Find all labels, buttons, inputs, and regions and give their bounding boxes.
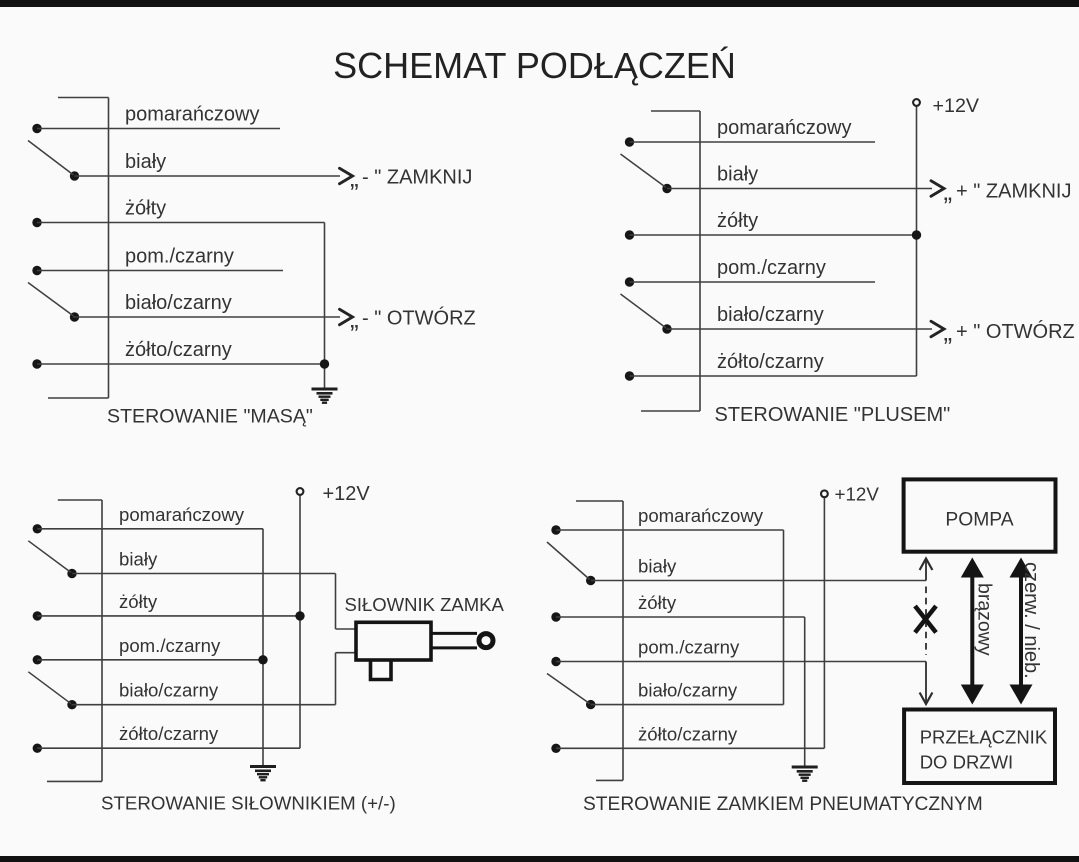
svg-text:pomarańczowy: pomarańczowy bbox=[119, 504, 245, 525]
svg-text:„: „ bbox=[350, 163, 359, 193]
svg-text:czerw. / nieb.: czerw. / nieb. bbox=[1020, 562, 1042, 679]
svg-text:PRZEŁĄCZNIK: PRZEŁĄCZNIK bbox=[920, 727, 1048, 748]
svg-text:biało/czarny: biało/czarny bbox=[125, 292, 232, 314]
svg-text:pom./czarny: pom./czarny bbox=[638, 637, 740, 658]
svg-text:STEROWANIE "PLUSEM": STEROWANIE "PLUSEM" bbox=[715, 404, 951, 426]
svg-text:pomarańczowy: pomarańczowy bbox=[717, 117, 852, 139]
svg-text:+12V: +12V bbox=[933, 95, 980, 117]
svg-text:STEROWANIE SIŁOWNIKIEM (+/-): STEROWANIE SIŁOWNIKIEM (+/-) bbox=[101, 793, 396, 814]
svg-text:żółty: żółty bbox=[125, 198, 166, 220]
svg-text:żółto/czarny: żółto/czarny bbox=[125, 339, 232, 361]
svg-text:+ " OTWÓRZ: + " OTWÓRZ bbox=[956, 320, 1075, 343]
svg-text:biało/czarny: biało/czarny bbox=[638, 680, 738, 701]
svg-text:pom./czarny: pom./czarny bbox=[119, 635, 221, 656]
svg-text:biało/czarny: biało/czarny bbox=[717, 304, 824, 326]
svg-text:żółto/czarny: żółto/czarny bbox=[717, 351, 824, 373]
svg-text:+12V: +12V bbox=[323, 483, 371, 505]
svg-text:pom./czarny: pom./czarny bbox=[717, 257, 826, 279]
svg-text:- " ZAMKNIJ: - " ZAMKNIJ bbox=[362, 167, 472, 189]
svg-text:pomarańczowy: pomarańczowy bbox=[638, 505, 764, 526]
svg-text:żółto/czarny: żółto/czarny bbox=[119, 723, 219, 744]
svg-text:biały: biały bbox=[119, 549, 158, 570]
svg-text:żółty: żółty bbox=[638, 592, 677, 613]
svg-text:DO DRZWI: DO DRZWI bbox=[920, 751, 1014, 772]
svg-text:biało/czarny: biało/czarny bbox=[119, 680, 219, 701]
svg-text:żółto/czarny: żółto/czarny bbox=[638, 723, 738, 744]
svg-text:STEROWANIE ZAMKIEM PNEUMATYCZN: STEROWANIE ZAMKIEM PNEUMATYCZNYM bbox=[583, 794, 983, 815]
svg-text:„: „ bbox=[944, 176, 953, 206]
svg-text:+ " ZAMKNIJ: + " ZAMKNIJ bbox=[956, 180, 1071, 202]
svg-text:pomarańczowy: pomarańczowy bbox=[125, 104, 260, 126]
svg-text:POMPA: POMPA bbox=[945, 509, 1013, 530]
svg-text:biały: biały bbox=[125, 151, 166, 173]
svg-text:pom./czarny: pom./czarny bbox=[125, 246, 234, 268]
svg-text:biały: biały bbox=[638, 556, 677, 577]
svg-text:brązowy: brązowy bbox=[974, 583, 996, 656]
svg-text:„: „ bbox=[350, 304, 359, 334]
svg-text:biały: biały bbox=[717, 164, 758, 186]
svg-text:żółty: żółty bbox=[717, 210, 758, 232]
svg-text:SCHEMAT PODŁĄCZEŃ: SCHEMAT PODŁĄCZEŃ bbox=[333, 45, 736, 86]
svg-text:żółty: żółty bbox=[119, 591, 158, 612]
svg-text:+12V: +12V bbox=[835, 484, 880, 505]
svg-text:- " OTWÓRZ: - " OTWÓRZ bbox=[362, 307, 476, 330]
svg-text:STEROWANIE "MASĄ": STEROWANIE "MASĄ" bbox=[107, 406, 313, 428]
svg-text:„: „ bbox=[944, 317, 953, 347]
svg-text:SIŁOWNIK ZAMKA: SIŁOWNIK ZAMKA bbox=[345, 594, 505, 615]
